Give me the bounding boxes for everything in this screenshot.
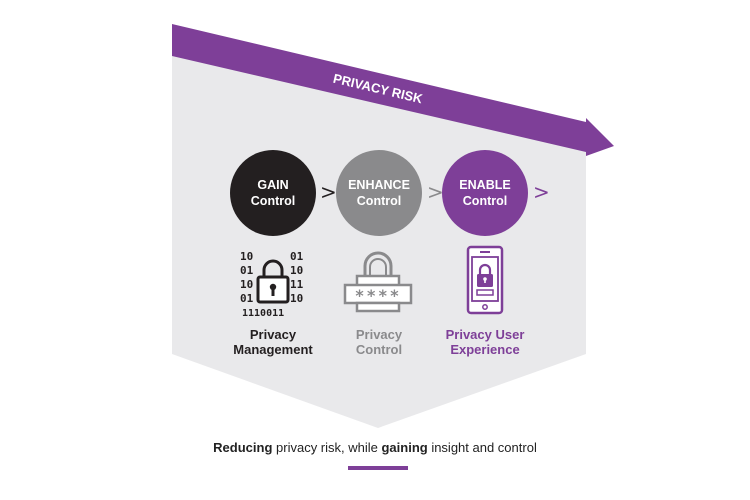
step-enable-label: Privacy User Experience <box>420 327 550 357</box>
chevron-right-icon: > <box>533 180 550 204</box>
step-enable-subtitle: Control <box>462 194 508 208</box>
binary-digits: 1110011 <box>242 308 284 318</box>
step-gain-title: GAIN <box>257 178 289 192</box>
step-gain-subtitle: Control <box>250 194 296 208</box>
step-gain-label: Privacy Management <box>208 327 338 357</box>
binary-digits: 01 <box>290 250 304 263</box>
label-line: Privacy <box>355 327 403 342</box>
password-mask: **** <box>355 286 402 305</box>
panel-shape <box>172 48 586 428</box>
mobile-lock-icon <box>466 245 504 315</box>
label-line: Management <box>233 342 313 357</box>
chevron-right-icon: > <box>320 180 337 204</box>
caption-text: insight and control <box>427 440 537 455</box>
step-gain-circle: GAIN Control <box>230 150 316 236</box>
caption: Reducing privacy risk, while gaining ins… <box>0 440 750 455</box>
password-lock-icon: **** <box>343 251 413 313</box>
label-line: Control <box>355 342 403 357</box>
caption-text: privacy risk, while <box>272 440 382 455</box>
binary-digits: 01 <box>240 264 254 277</box>
step-enhance-title: ENHANCE <box>348 178 410 192</box>
binary-lock-icon: 10 01 01 10 10 11 01 10 1110011 <box>240 250 304 318</box>
step-enhance-label: Privacy Control <box>314 327 444 357</box>
caption-underline <box>348 466 408 470</box>
binary-digits: 11 <box>290 278 304 291</box>
label-line: Privacy User <box>445 327 525 342</box>
step-enhance-circle: ENHANCE Control <box>336 150 422 236</box>
binary-digits: 01 <box>240 292 254 305</box>
step-enhance-subtitle: Control <box>356 194 402 208</box>
label-line: Privacy <box>249 327 297 342</box>
binary-digits: 10 <box>240 250 253 263</box>
chevron-right-icon: > <box>427 180 444 204</box>
caption-emphasis: Reducing <box>213 440 273 455</box>
binary-digits: 10 <box>290 264 303 277</box>
caption-emphasis: gaining <box>381 440 428 455</box>
label-line: Experience <box>450 342 520 357</box>
binary-digits: 10 <box>240 278 253 291</box>
binary-digits: 10 <box>290 292 303 305</box>
step-enable-circle: ENABLE Control <box>442 150 528 236</box>
step-enable-title: ENABLE <box>459 178 511 192</box>
privacy-risk-arrow <box>172 24 614 156</box>
